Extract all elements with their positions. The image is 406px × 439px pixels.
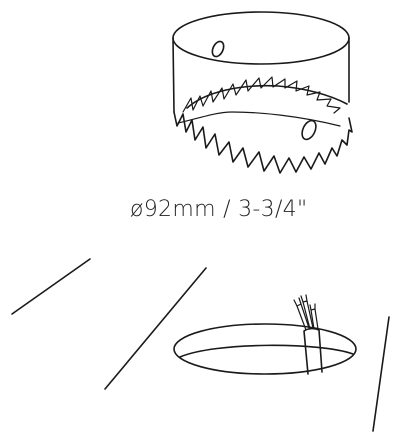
cable-wire-2 xyxy=(302,300,314,330)
hole-saw-back-edge xyxy=(186,84,348,109)
surface-line-left xyxy=(11,258,91,315)
hole-saw xyxy=(172,11,353,174)
cut-hole xyxy=(173,323,357,375)
ceiling-surface xyxy=(11,258,390,432)
cable-wire-tips xyxy=(293,294,316,311)
hole-saw-back-teeth xyxy=(182,76,341,114)
surface-line-right xyxy=(372,316,390,432)
power-cable xyxy=(293,294,323,375)
hole-saw-top-rim xyxy=(172,11,350,65)
hole-saw-left-side xyxy=(172,37,175,113)
hole-saw-front-teeth xyxy=(173,111,353,174)
hole-saw-upper-slot xyxy=(211,40,225,58)
hole-diameter-label: ø92mm / 3-3/4" xyxy=(130,197,308,222)
surface-line-middle xyxy=(104,267,207,390)
cut-hole-outline xyxy=(173,323,357,375)
cable-sheath xyxy=(303,327,323,375)
hole-saw-lower-slot xyxy=(301,119,317,141)
cable-wire-3 xyxy=(310,308,319,330)
hole-saw-inner-curve xyxy=(177,111,341,127)
cable-wire-1 xyxy=(296,303,310,331)
cut-hole-inner-depth xyxy=(179,344,354,358)
